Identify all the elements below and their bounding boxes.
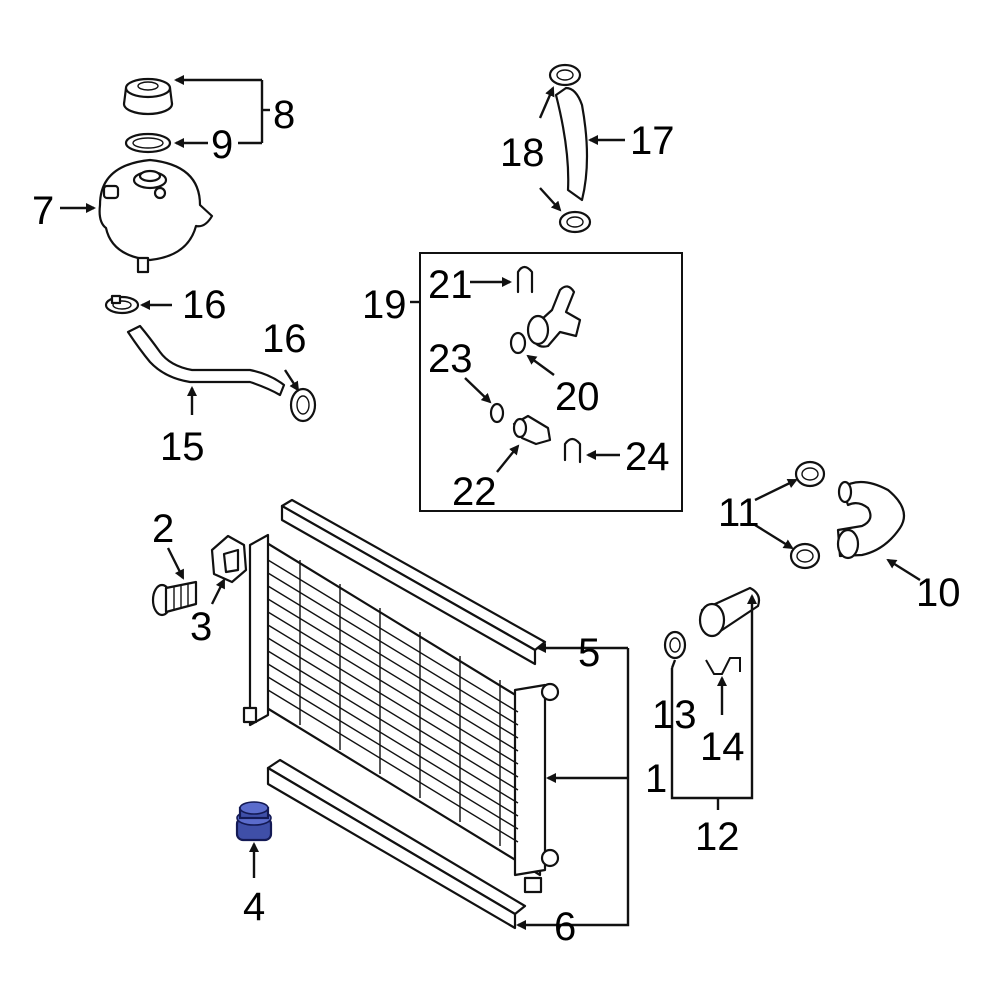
callout-23: 23 (428, 337, 473, 381)
callout-16-upper: 16 (182, 283, 227, 327)
cap-gasket[interactable] (124, 132, 172, 154)
lower-seal-strip[interactable] (266, 758, 527, 930)
upper-hose-clamp-bottom[interactable] (558, 210, 592, 234)
flange-o-ring[interactable] (509, 331, 527, 355)
lower-hose-clamp-lower[interactable] (789, 542, 821, 570)
callout-21: 21 (428, 263, 473, 307)
radiator[interactable] (242, 533, 560, 894)
expansion-tank[interactable] (98, 158, 214, 274)
clip-upper[interactable] (516, 265, 534, 294)
callout-7: 7 (32, 189, 54, 233)
callout-9: 9 (211, 123, 233, 167)
callout-24: 24 (625, 435, 670, 479)
callout-8: 8 (273, 93, 295, 137)
hose-connector[interactable] (698, 586, 761, 638)
tank-cap[interactable] (122, 77, 174, 116)
lower-hose[interactable] (836, 480, 906, 560)
callout-18: 18 (500, 131, 545, 175)
hose-clamp-lower[interactable] (289, 387, 317, 423)
leader-lines (60, 75, 921, 930)
upper-hose[interactable] (554, 86, 589, 202)
callout-17: 17 (630, 119, 675, 163)
callout-3: 3 (190, 605, 212, 649)
callout-labels: 1 2 3 4 5 6 7 8 9 10 11 12 13 14 15 16 1… (32, 93, 961, 949)
callout-14: 14 (700, 725, 745, 769)
drain-plug[interactable] (235, 801, 273, 842)
callout-22: 22 (452, 470, 497, 514)
callout-13: 13 (652, 693, 697, 737)
callout-2: 2 (152, 507, 174, 551)
callout-12: 12 (695, 815, 740, 859)
connector-o-ring[interactable] (663, 630, 687, 660)
callout-15: 15 (160, 425, 205, 469)
retaining-clip[interactable] (705, 657, 741, 675)
hose-clamp-upper[interactable] (104, 294, 140, 315)
callout-1: 1 (645, 757, 667, 801)
screw[interactable] (151, 580, 198, 617)
clip-lower[interactable] (563, 437, 582, 464)
callout-19: 19 (362, 283, 407, 327)
flange-kit-box (419, 252, 683, 512)
upper-hose-clamp-top[interactable] (548, 63, 582, 87)
callout-11: 11 (718, 491, 760, 535)
lower-hose-clamp-upper[interactable] (794, 460, 826, 488)
mount-bracket[interactable] (210, 534, 248, 584)
callout-6: 6 (554, 905, 576, 949)
callout-20: 20 (555, 375, 600, 419)
temperature-sensor[interactable] (512, 414, 552, 446)
coolant-flange[interactable] (526, 285, 582, 348)
callout-4: 4 (243, 885, 265, 929)
sensor-o-ring[interactable] (489, 402, 505, 424)
callout-5: 5 (578, 631, 600, 675)
coolant-hose[interactable] (126, 324, 286, 397)
callout-10: 10 (916, 571, 961, 615)
callout-16-lower: 16 (262, 317, 307, 361)
upper-seal-strip[interactable] (280, 498, 547, 666)
